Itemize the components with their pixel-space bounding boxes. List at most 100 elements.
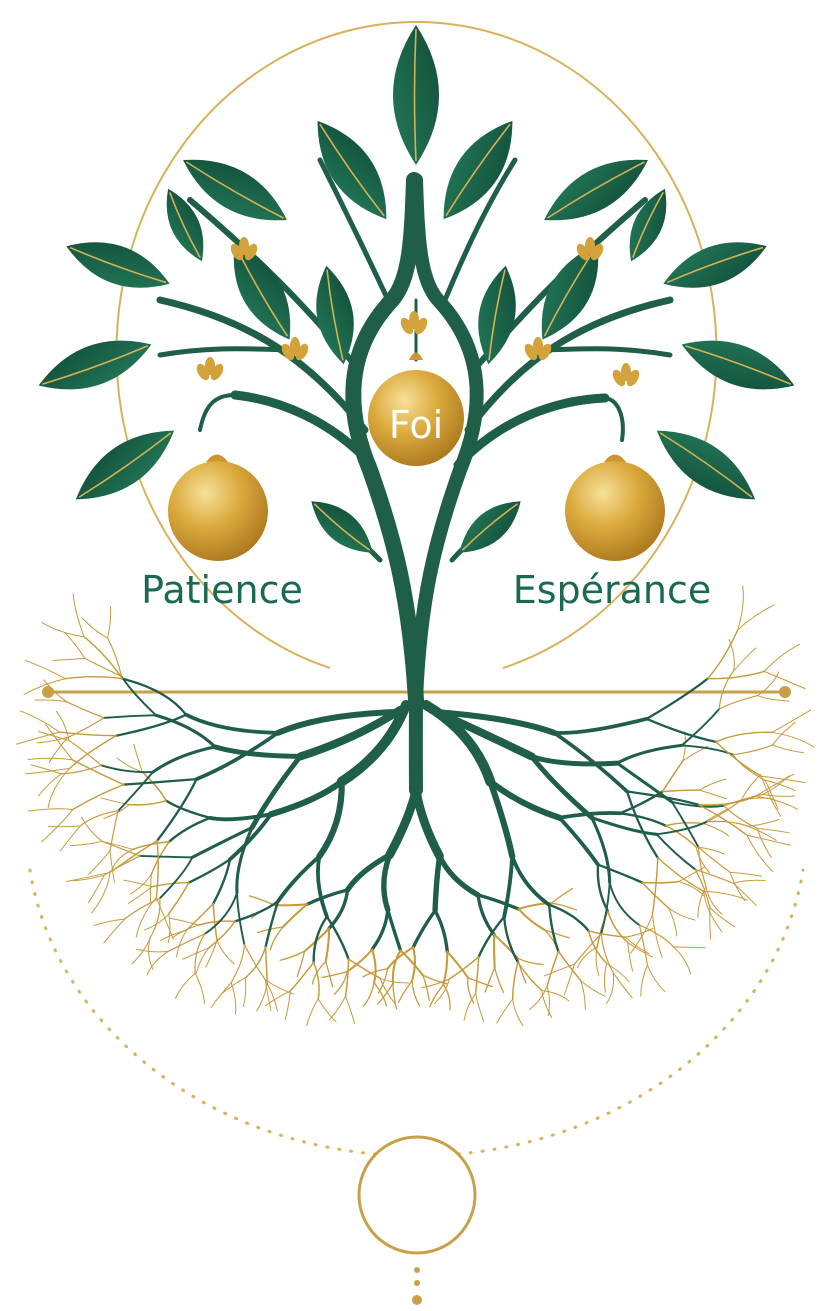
root-strand — [329, 996, 345, 1020]
root-strand — [65, 633, 84, 658]
root-strand — [648, 965, 665, 992]
root-strand — [318, 856, 327, 916]
root-strand — [617, 745, 682, 763]
root-strand — [157, 779, 196, 841]
root-strand — [314, 917, 327, 963]
root-strand — [734, 883, 757, 905]
root-strand — [435, 856, 439, 911]
root-strand — [327, 917, 349, 959]
root-strand — [627, 792, 699, 805]
root-strand — [205, 893, 237, 934]
root-strand — [67, 702, 104, 718]
root-strand — [545, 964, 575, 976]
root-strand — [42, 623, 84, 637]
root-strand — [149, 938, 153, 970]
root-strand — [271, 782, 342, 815]
root-strand — [513, 962, 518, 999]
root-strand — [662, 761, 682, 792]
root-strand — [658, 858, 704, 892]
leaf — [618, 183, 677, 267]
root-strand — [80, 811, 118, 826]
root-strand — [674, 947, 691, 974]
root-strand — [124, 779, 197, 785]
root-strand — [73, 785, 124, 810]
root-strand — [598, 865, 608, 911]
root-strand — [81, 817, 102, 841]
root-strand — [160, 857, 192, 898]
root-strand — [604, 963, 606, 992]
root-strand — [738, 605, 774, 630]
root-strand — [542, 990, 569, 1000]
root-strand — [69, 740, 101, 765]
root-strand — [60, 826, 80, 851]
root-strand — [25, 660, 65, 678]
root-strand — [478, 895, 518, 909]
root-strand — [652, 858, 657, 915]
root-strand — [393, 983, 396, 1009]
bud — [194, 357, 226, 382]
root-strand — [598, 865, 642, 883]
root-strand — [314, 962, 319, 999]
leaves — [32, 25, 801, 564]
root-strand — [551, 888, 572, 903]
root-strand — [169, 818, 210, 842]
root-strand — [532, 756, 618, 763]
root-strand — [290, 962, 313, 991]
root-strand — [494, 935, 495, 968]
root-strand — [71, 841, 102, 845]
root-strand — [716, 732, 772, 742]
root-strand — [674, 947, 706, 948]
root-strand — [647, 679, 708, 719]
root-strand — [122, 679, 186, 715]
root-strand — [772, 732, 814, 747]
root-strand — [372, 910, 388, 950]
root-strand — [547, 951, 558, 986]
root-strand — [70, 736, 117, 769]
root-strand — [388, 910, 401, 951]
root-strand — [390, 790, 416, 855]
root-strand — [160, 930, 187, 941]
root-strand — [156, 715, 215, 747]
root-strand — [464, 994, 475, 1021]
root-strand — [267, 984, 277, 1011]
root-strand — [169, 883, 189, 914]
root-strand — [166, 801, 210, 818]
root-strand — [28, 809, 72, 811]
root-strand — [195, 934, 205, 974]
root-strand — [435, 911, 447, 952]
root-strand — [682, 709, 719, 745]
root-strand — [485, 968, 495, 992]
leaf — [426, 109, 529, 231]
root-strand — [363, 983, 374, 1007]
root-strand — [73, 594, 84, 637]
root-strand — [738, 586, 744, 630]
root-strand — [270, 927, 282, 950]
leaf — [300, 109, 403, 231]
root-strand — [61, 765, 101, 774]
root-strand — [518, 962, 542, 990]
root-strand — [195, 973, 204, 1003]
root-strand — [476, 957, 479, 994]
fruit-label-esperance: Espérance — [513, 568, 712, 612]
root-strand — [592, 818, 657, 835]
root-strand — [136, 949, 168, 952]
root-strand — [734, 648, 756, 671]
root-strand — [384, 855, 390, 910]
root-strand — [72, 760, 123, 785]
root-strand — [549, 905, 589, 931]
root-strand — [372, 949, 375, 982]
fruit-right — [565, 455, 665, 562]
root-strand — [476, 994, 484, 1022]
root-strand — [497, 999, 513, 1023]
root-strand — [398, 981, 412, 1003]
root-strand — [28, 758, 72, 760]
root-strand — [772, 710, 810, 732]
root-strand — [243, 978, 245, 1007]
root-strand — [518, 909, 544, 930]
root-strand — [642, 881, 679, 882]
root-strand — [730, 872, 762, 876]
root-strand — [699, 796, 755, 805]
root-strand — [554, 719, 647, 733]
root-strand — [186, 715, 278, 733]
